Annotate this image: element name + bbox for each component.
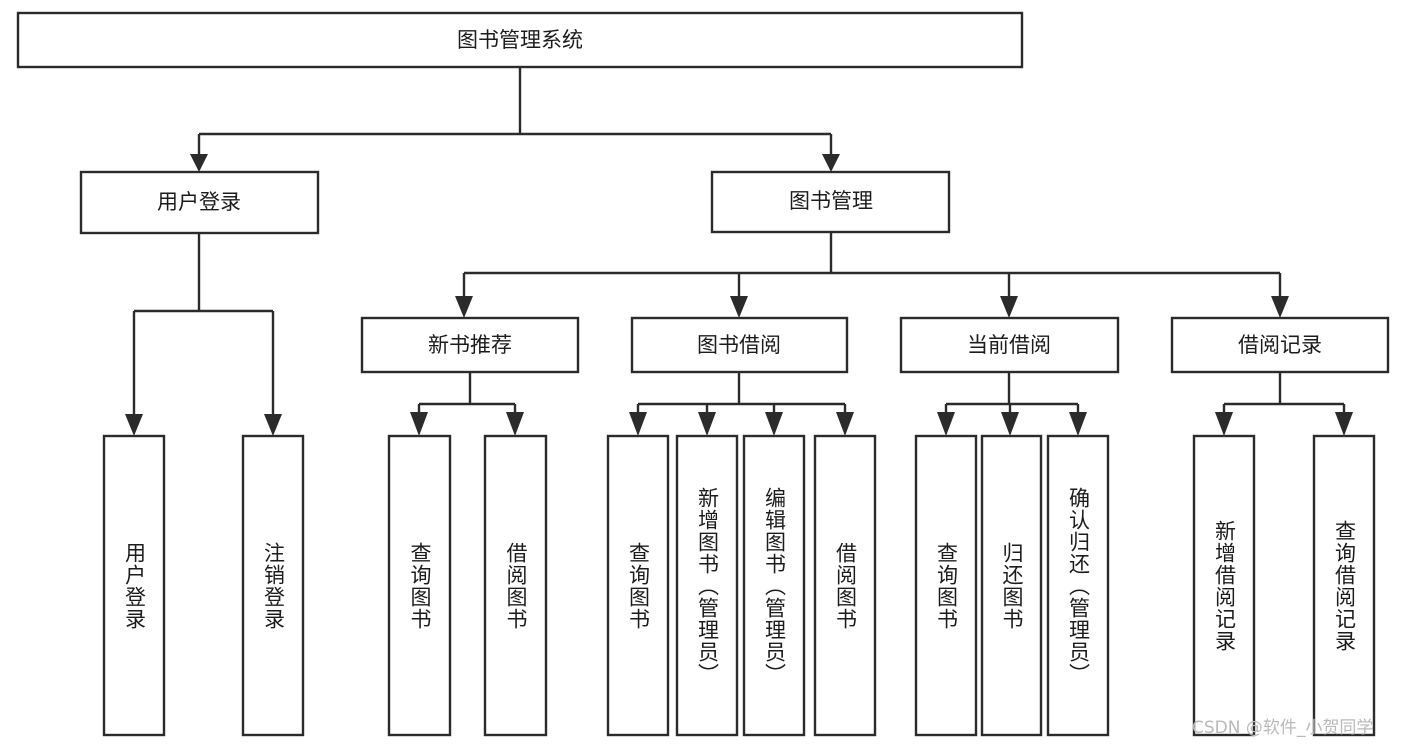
leaf-rect-new-book-1[interactable] [387,434,452,737]
node-book-borrow[interactable]: 图书借阅 [630,316,849,374]
node-user-login[interactable]: 用户登录 [79,170,320,235]
arrowhead-current-borrow [1000,296,1018,318]
leaf-rect-current-borrow-2[interactable] [980,434,1043,737]
arrowhead-leaf-book-borrow-3 [765,412,783,436]
leaf-rect-user-login-2[interactable] [241,434,305,737]
node-book-manage[interactable]: 图书管理 [710,170,951,234]
watermark-text: CSDN @软件_小贺同学 [1192,718,1374,738]
node-current-borrow-rect[interactable] [899,316,1120,374]
arrowhead-leaf-book-borrow-4 [836,412,854,436]
arrowhead-leaf-current-borrow-2 [1001,412,1019,436]
node-root[interactable]: 图书管理系统 [16,11,1024,69]
node-current-borrow[interactable]: 当前借阅 [899,316,1120,374]
node-book-borrow-label: 图书借阅 [697,333,781,357]
arrowhead-leaf-user-login-1 [125,414,143,436]
arrowhead-book-borrow [730,296,748,318]
node-book-borrow-rect[interactable] [630,316,849,374]
leaf-rect-borrow-record-2[interactable] [1312,434,1376,737]
node-borrow-record-rect[interactable] [1170,316,1390,374]
arrowhead-leaf-new-book-1 [410,412,428,436]
arrowhead-leaf-new-book-2 [506,412,524,436]
leaf-box-group [102,434,1376,737]
leaf-rect-user-login-1[interactable] [102,434,166,737]
node-new-book[interactable]: 新书推荐 [360,316,580,374]
node-new-book-label: 新书推荐 [428,333,512,357]
arrowhead-leaf-current-borrow-3 [1069,412,1087,436]
leaf-rect-borrow-record-1[interactable] [1192,434,1256,737]
node-borrow-record[interactable]: 借阅记录 [1170,316,1390,374]
arrowhead-book-manage [822,154,840,172]
node-book-manage-rect[interactable] [710,170,951,234]
leaf-rect-current-borrow-3[interactable] [1046,434,1110,737]
node-root-label: 图书管理系统 [457,28,583,52]
leaf-rect-new-book-2[interactable] [483,434,548,737]
leaf-rect-current-borrow-1[interactable] [914,434,978,737]
arrowhead-leaf-current-borrow-1 [937,412,955,436]
arrowhead-leaf-borrow-record-1 [1215,412,1233,436]
leaf-rect-book-borrow-4[interactable] [813,434,877,737]
arrowhead-leaf-book-borrow-2 [698,412,716,436]
arrowhead-user-login [190,154,208,172]
node-root-rect[interactable] [16,11,1024,69]
arrowhead-leaf-borrow-record-2 [1335,412,1353,436]
node-new-book-rect[interactable] [360,316,580,374]
arrowhead-new-book [455,296,473,318]
arrowhead-leaf-user-login-2 [264,414,282,436]
node-borrow-record-label: 借阅记录 [1238,333,1322,357]
node-book-manage-label: 图书管理 [789,189,873,213]
arrowhead-borrow-record [1271,296,1289,318]
leaf-rect-book-borrow-1[interactable] [606,434,670,737]
node-user-login-rect[interactable] [79,170,320,235]
node-user-login-label: 用户登录 [157,190,241,214]
connector-group [125,67,1353,436]
leaf-rect-book-borrow-3[interactable] [742,434,806,737]
node-current-borrow-label: 当前借阅 [967,333,1051,357]
arrowhead-leaf-book-borrow-1 [629,412,647,436]
leaf-rect-book-borrow-2[interactable] [675,434,739,737]
